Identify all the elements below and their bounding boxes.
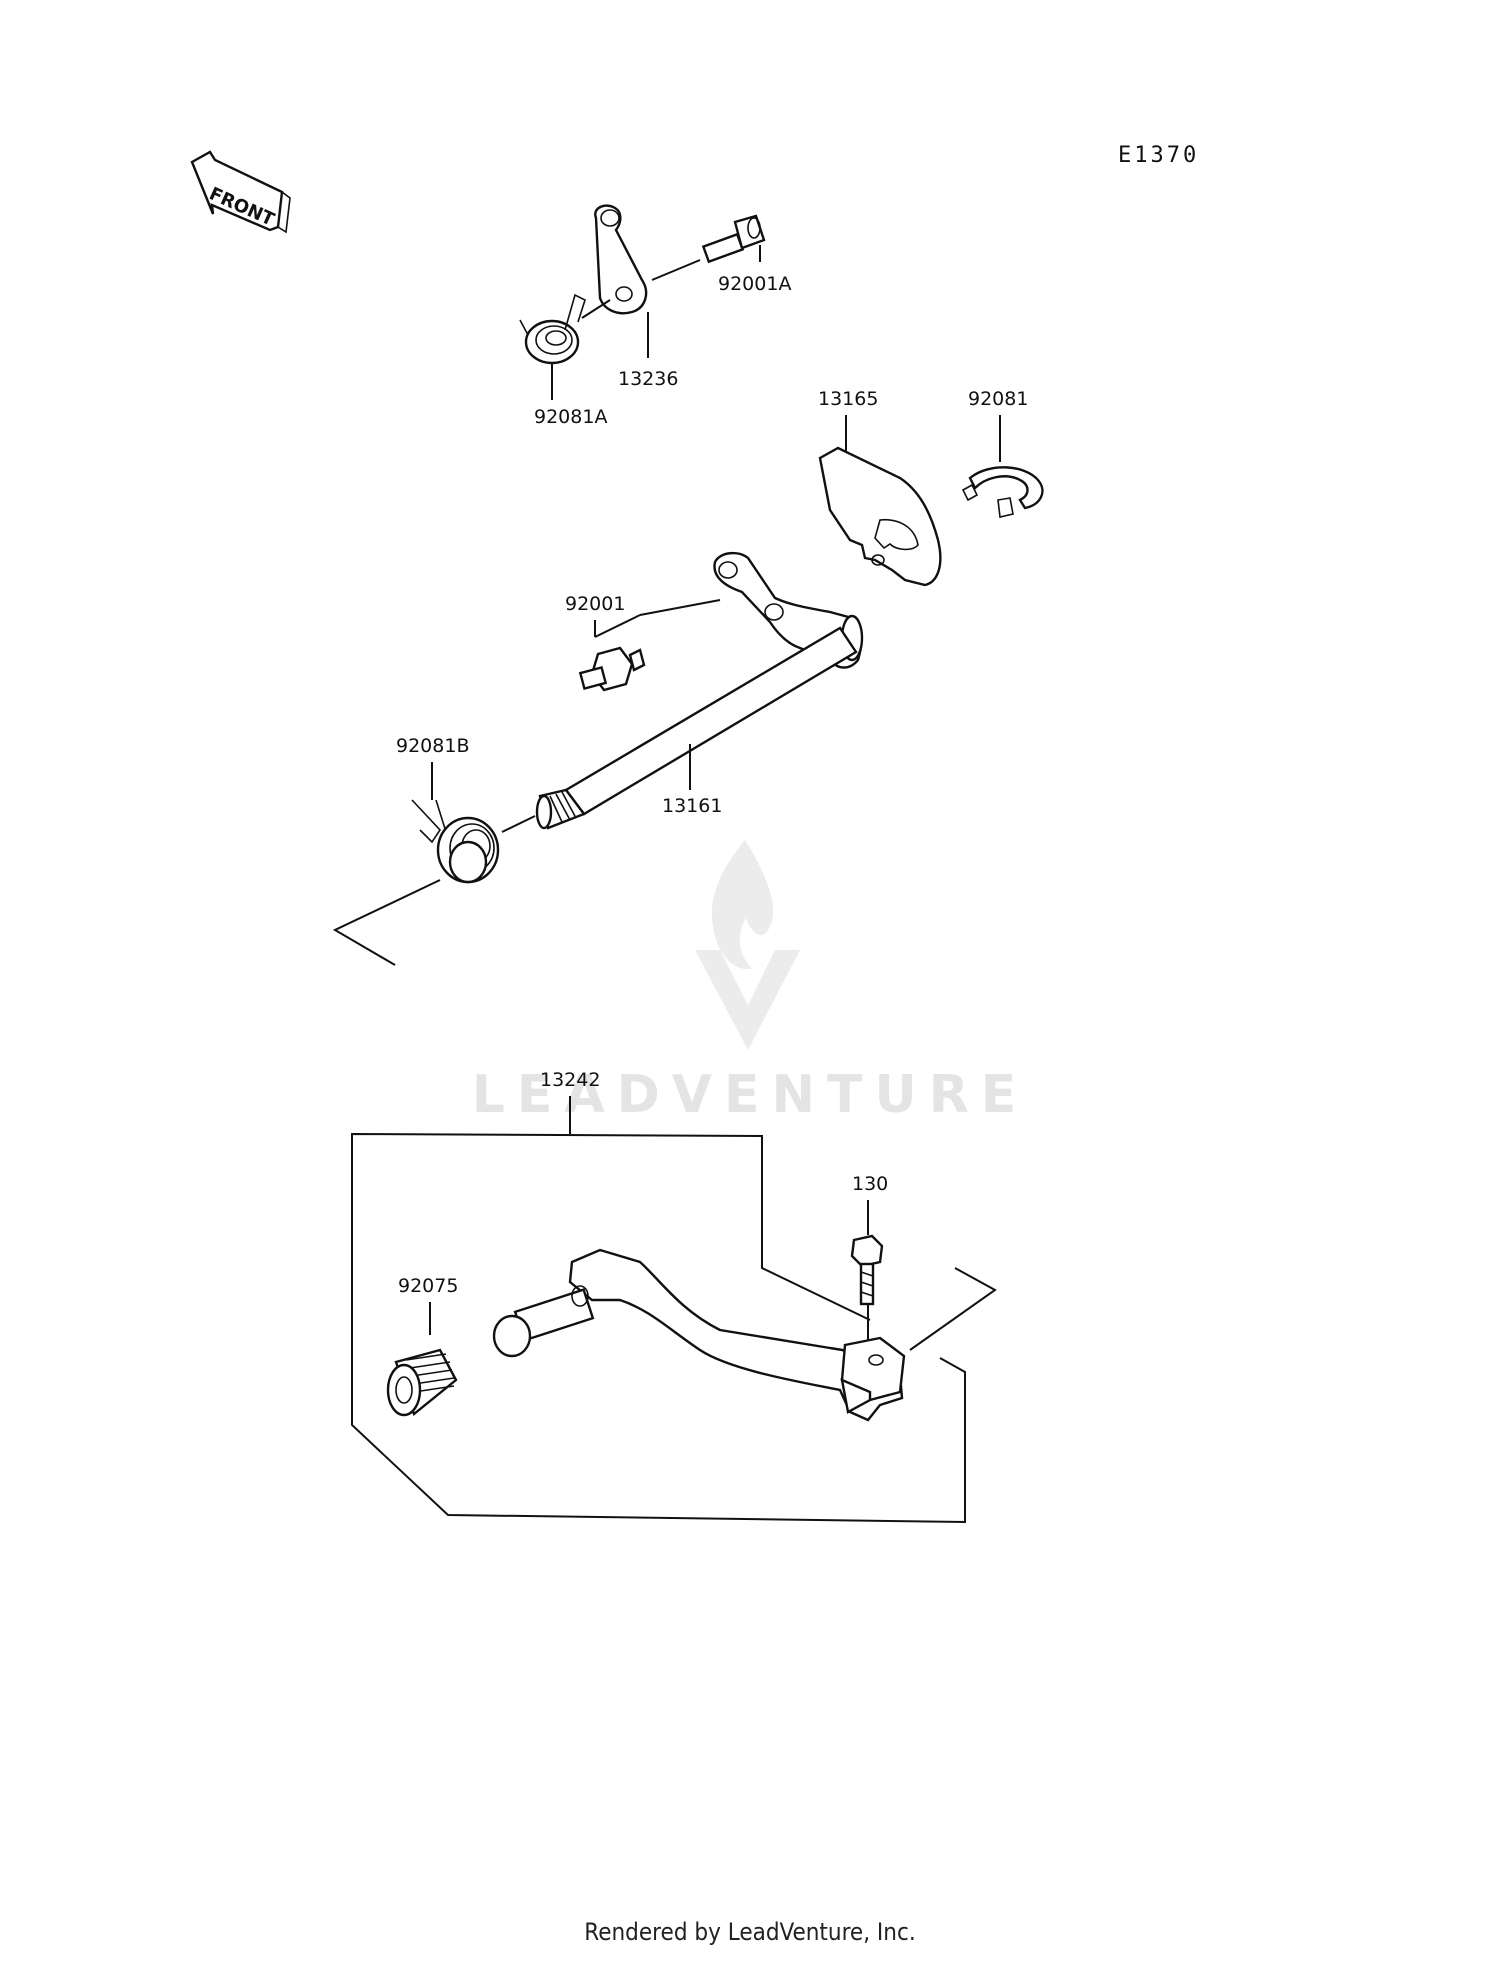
plate-13165-icon xyxy=(818,446,942,587)
label-92075: 92075 xyxy=(398,1275,458,1297)
front-arrow-icon: FRONT xyxy=(190,150,291,234)
shaft-13161-icon xyxy=(535,551,864,830)
label-92001: 92001 xyxy=(565,593,625,615)
bolt-92001-icon xyxy=(578,646,646,692)
watermark-logo xyxy=(695,840,800,1050)
rubber-92075-icon xyxy=(386,1348,458,1417)
clip-92081-icon xyxy=(961,466,1044,518)
label-13236: 13236 xyxy=(618,368,678,390)
bolt-92001a-icon xyxy=(701,214,766,264)
bolt-130-icon xyxy=(850,1234,884,1306)
spring-92081b-icon xyxy=(411,799,500,884)
label-13165: 13165 xyxy=(818,388,878,410)
label-130: 130 xyxy=(852,1173,888,1195)
diagram-code: E1370 xyxy=(1118,143,1199,168)
label-13161: 13161 xyxy=(662,795,722,817)
label-92001a: 92001A xyxy=(718,273,791,295)
watermark-text: LEADVENTURE xyxy=(472,1065,1029,1125)
label-92081b: 92081B xyxy=(396,735,469,757)
spring-92081a-icon xyxy=(519,293,586,365)
footer-credit: Rendered by LeadVenture, Inc. xyxy=(584,1918,916,1946)
label-13242: 13242 xyxy=(540,1069,600,1091)
plate-13236-icon xyxy=(594,204,648,315)
label-92081a: 92081A xyxy=(534,406,607,428)
label-92081: 92081 xyxy=(968,388,1028,410)
pedal-13242-icon xyxy=(492,1248,906,1422)
